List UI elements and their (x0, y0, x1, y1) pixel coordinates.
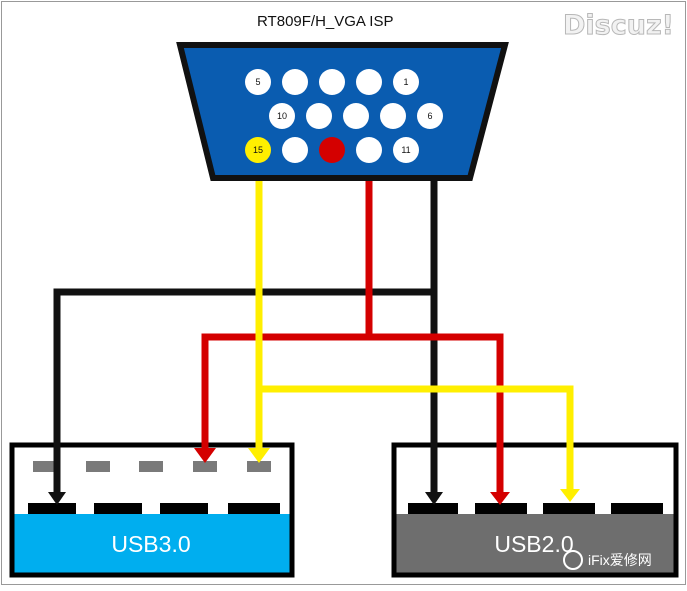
vga-pin (319, 69, 345, 95)
wires (53, 152, 574, 492)
usb30-port: USB3.0 (9, 442, 295, 578)
usb20-contact (543, 503, 595, 514)
usb20-tongue (396, 514, 674, 573)
vga-shell (176, 42, 509, 181)
arrowhead-red-usb30 (194, 448, 216, 463)
vga-pin (393, 69, 419, 95)
arrowhead-red-usb20 (490, 492, 510, 505)
usb30-contact (160, 503, 208, 514)
watermark-logo: Discuz! (563, 10, 674, 41)
arrowhead-yellow-usb30 (248, 448, 270, 463)
vga-pin-label: 5 (255, 77, 260, 87)
usb30-contact (28, 503, 76, 514)
vga-pin-label: 1 (403, 77, 408, 87)
vga-pin (343, 103, 369, 129)
arrowhead-yellow-usb20 (560, 489, 580, 502)
arrowhead-black-usb30 (48, 492, 66, 505)
vga-pin (393, 137, 419, 163)
vga-pin (319, 137, 345, 163)
vga-pin (380, 103, 406, 129)
vga-pin-label: 10 (277, 111, 287, 121)
vga-pin-label: 11 (401, 145, 410, 155)
diagram-title: RT809F/H_VGA ISP (257, 13, 393, 30)
vga-pin (306, 103, 332, 129)
red-wire-to-usb30 (201, 152, 373, 448)
vga-connector: 5 1 10 6 15 11 (176, 42, 509, 181)
usb30-ss-pin (139, 461, 163, 472)
usb30-label: USB3.0 (111, 531, 190, 557)
usb30-tongue (14, 514, 290, 573)
yellow-wire-to-usb20 (259, 385, 574, 489)
vga-pin (282, 69, 308, 95)
usb20-contacts (408, 503, 663, 514)
usb30-contacts (28, 503, 280, 514)
usb30-ss-pin (193, 461, 217, 472)
red-wire-to-usb20 (369, 333, 504, 492)
usb20-contact (408, 503, 458, 514)
vga-pin-field: 5 1 10 6 15 11 (245, 69, 443, 163)
usb20-port: USB2.0 (391, 442, 679, 578)
vga-pin (356, 137, 382, 163)
footer-watermark: iFix爱修网 (563, 550, 652, 570)
vga-pin (356, 69, 382, 95)
usb30-ss-pins (33, 461, 271, 472)
usb20-contact (475, 503, 527, 514)
usb30-contact (94, 503, 142, 514)
ground-wire-to-usb30 (53, 175, 438, 492)
wechat-icon (563, 550, 583, 570)
vga-pin-label: 6 (427, 111, 432, 121)
usb20-contact (611, 503, 663, 514)
vga-pin (245, 137, 271, 163)
usb30-ss-pin (33, 461, 57, 472)
vga-pin (269, 103, 295, 129)
usb30-ss-pin (247, 461, 271, 472)
vga-pin (417, 103, 443, 129)
vga-pin-label: 15 (253, 145, 263, 155)
usb30-ss-pin (86, 461, 110, 472)
arrowhead-black-usb20 (425, 492, 443, 505)
watermark-footer: iFix爱修网 (588, 552, 652, 568)
vga-pin (282, 137, 308, 163)
arrowheads (48, 448, 580, 505)
vga-pin (245, 69, 271, 95)
usb30-contact (228, 503, 280, 514)
usb20-label: USB2.0 (494, 531, 573, 557)
